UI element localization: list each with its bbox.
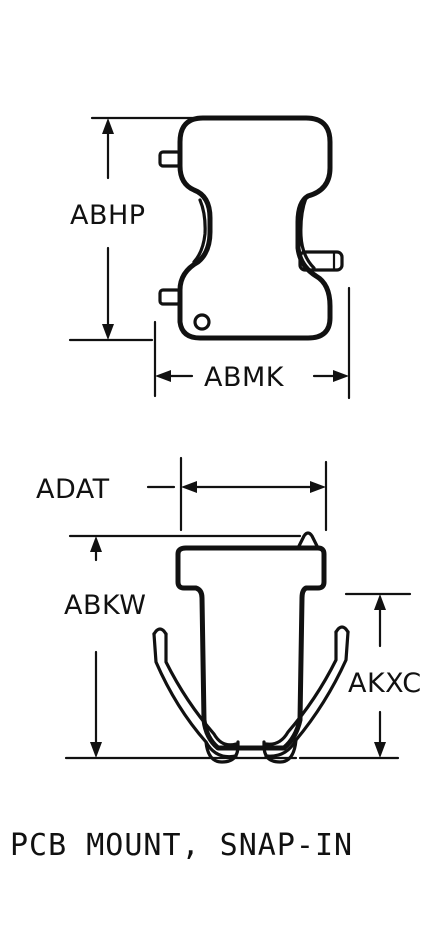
side-view-left-snap-lead-inner xyxy=(164,632,238,747)
side-view-right-foot xyxy=(262,738,298,764)
side-view-left-snap-lead-outer xyxy=(152,632,238,759)
top-view-body-outline xyxy=(177,115,333,341)
side-view-right-lead-tip xyxy=(334,625,350,634)
top-view: ABHP ABMK xyxy=(68,115,351,400)
abkw-arrow-bottom xyxy=(90,742,102,758)
side-view-left-foot xyxy=(204,740,240,764)
abhp-arrow-top xyxy=(102,118,114,134)
adat-arrow-left xyxy=(181,481,197,493)
side-view-body-outline xyxy=(175,545,327,751)
abkw-label: ABKW xyxy=(64,590,146,621)
side-view-right-snap-lead-outer xyxy=(264,630,350,758)
adat-arrow-right xyxy=(310,481,326,493)
side-view-left-lead-tip xyxy=(152,627,168,636)
abmk-label: ABMK xyxy=(204,362,285,393)
akxc-label: AKXC xyxy=(348,668,422,699)
akxc-arrow-top xyxy=(374,594,386,610)
abhp-arrow-bottom xyxy=(102,324,114,340)
adat-label: ADAT xyxy=(36,474,110,505)
side-view-right-snap-lead-inner xyxy=(264,630,338,746)
top-view-right-waist-inner xyxy=(299,196,316,270)
abhp-label: ABHP xyxy=(70,200,146,231)
side-view-top-nub xyxy=(296,531,320,550)
abkw-arrow-top xyxy=(90,536,102,552)
akxc-arrow-bottom xyxy=(374,742,386,758)
top-view-mounting-hole xyxy=(193,313,211,331)
top-view-tab-lower-left xyxy=(158,288,182,306)
side-view: ADAT ABKW AKXC xyxy=(36,456,422,764)
top-view-tab-right xyxy=(298,250,344,272)
top-view-left-waist-inner xyxy=(192,198,207,264)
top-view-tab-upper-left xyxy=(158,150,182,168)
abmk-arrow-left xyxy=(155,370,171,382)
drawing-caption: PCB MOUNT, SNAP-IN xyxy=(10,828,353,863)
abmk-arrow-right xyxy=(333,370,349,382)
